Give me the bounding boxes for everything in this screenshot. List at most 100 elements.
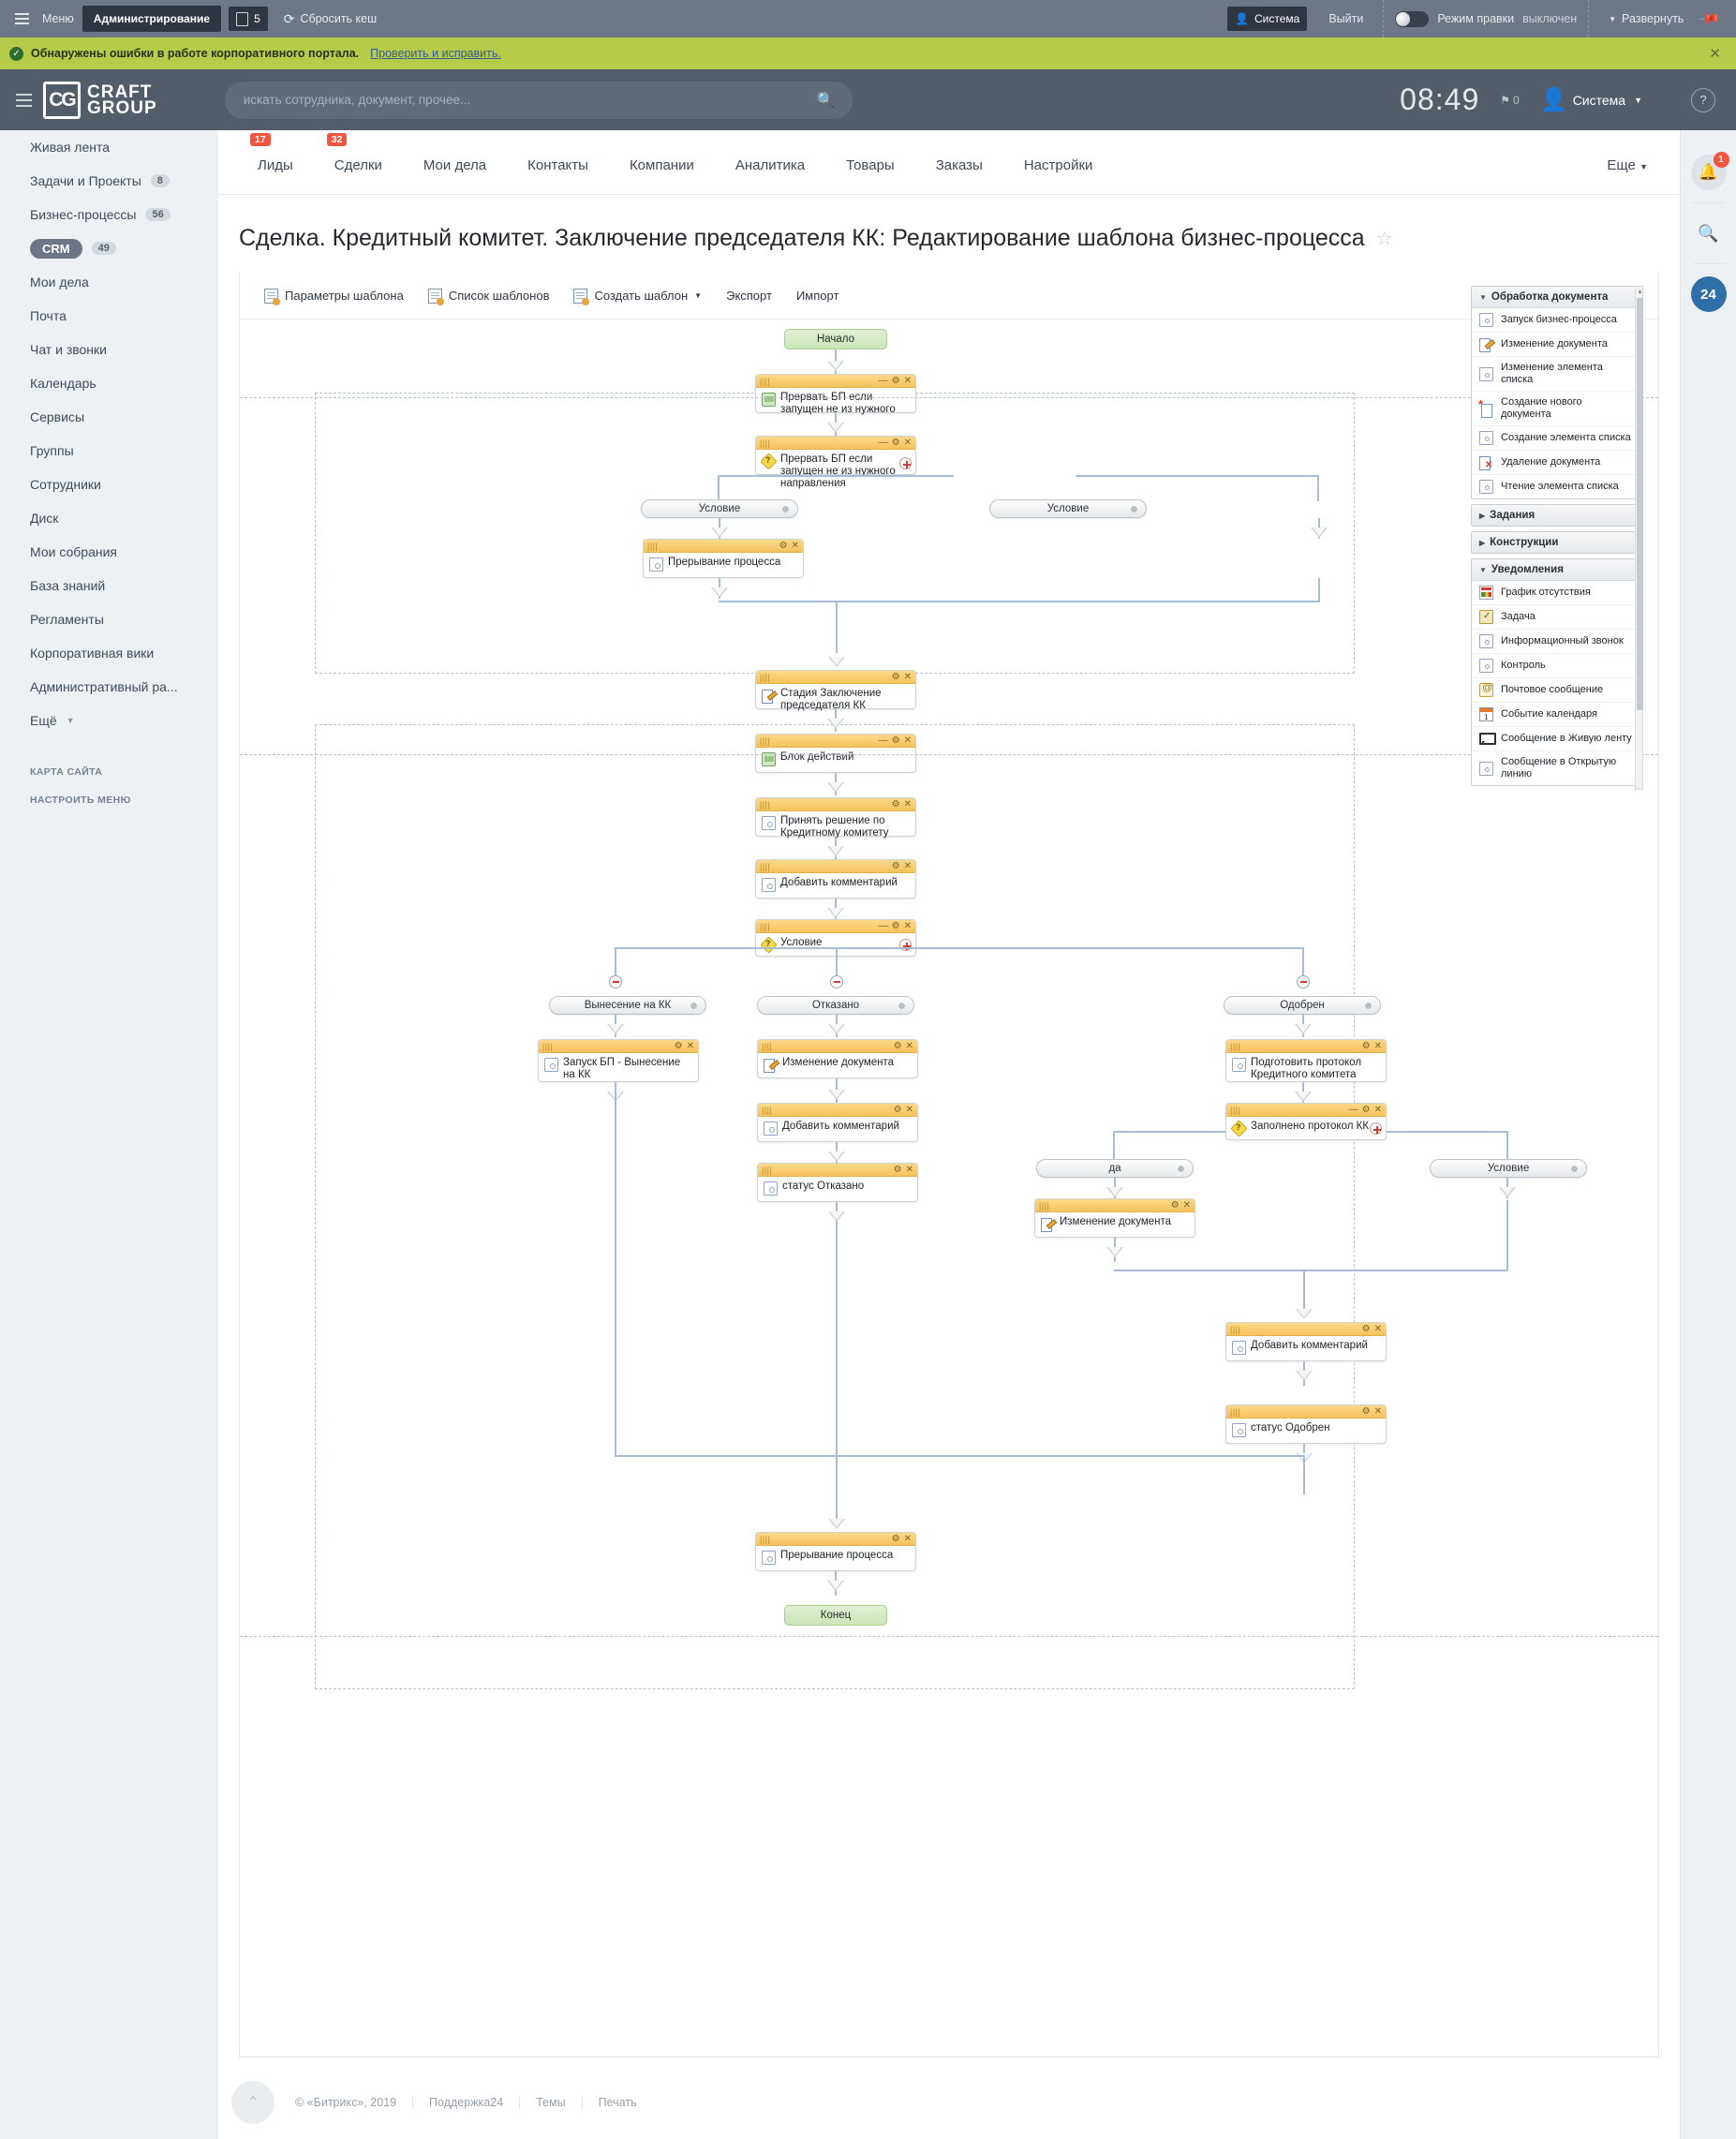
gear-icon[interactable]: ⚙ <box>1361 1324 1371 1334</box>
close-icon[interactable]: ✕ <box>686 1041 694 1051</box>
workflow-node-n11[interactable]: ||||⚙✕Подготовить протокол Кредитного ко… <box>1225 1039 1387 1082</box>
flag-counter[interactable]: ⚑ 0 <box>1500 94 1519 107</box>
sidebar-item-11[interactable]: Диск <box>0 501 218 535</box>
palette-item-0-0[interactable]: Запуск бизнес-процесса <box>1472 308 1642 333</box>
close-icon[interactable]: ✕ <box>903 861 912 871</box>
sidebar-toggle-burger-icon[interactable] <box>7 93 39 107</box>
drag-handle[interactable]: |||| <box>762 1041 773 1051</box>
workflow-node-n9[interactable]: ||||⚙✕Запуск БП - Вынесение на КК <box>538 1039 699 1082</box>
palette-group-header-3[interactable]: ▼Уведомления <box>1472 559 1642 581</box>
branch-pill-b3[interactable]: Вынесение на КК <box>549 996 706 1015</box>
minimize-icon[interactable]: — <box>1348 1105 1358 1115</box>
drag-handle[interactable]: |||| <box>760 672 771 682</box>
collapse-branch-icon[interactable] <box>830 975 843 988</box>
logo[interactable]: CG CRAFT GROUP <box>43 81 157 119</box>
minimize-icon[interactable]: — <box>878 735 888 746</box>
node-titlebar[interactable]: ||||—⚙✕ <box>1226 1104 1386 1117</box>
error-fix-link[interactable]: Проверить и исправить. <box>370 47 501 60</box>
palette-item-0-4[interactable]: Создание элемента списка <box>1472 426 1642 451</box>
toolbar-item-4[interactable]: Импорт <box>796 289 838 303</box>
tab-2[interactable]: Мои дела <box>403 157 507 194</box>
gear-icon[interactable]: ⚙ <box>891 861 900 871</box>
footer-link-print[interactable]: Печать <box>581 2096 653 2109</box>
gear-icon[interactable] <box>898 1001 906 1010</box>
workflow-node-n18[interactable]: ||||⚙✕Прерывание процесса <box>755 1532 916 1571</box>
node-titlebar[interactable]: ||||—⚙✕ <box>756 920 915 933</box>
drag-handle[interactable]: |||| <box>760 1534 771 1544</box>
gear-icon[interactable] <box>781 504 790 513</box>
sidebar-item-6[interactable]: Чат и звонки <box>0 333 218 366</box>
workflow-node-n3[interactable]: ||||⚙✕Прерывание процесса <box>643 539 804 578</box>
workflow-node-n12[interactable]: ||||⚙✕Добавить комментарий <box>757 1103 918 1142</box>
gear-icon[interactable]: ⚙ <box>674 1041 683 1051</box>
workflow-node-n4[interactable]: ||||⚙✕Стадия Заключение председателя КК <box>755 670 916 711</box>
drag-handle[interactable]: |||| <box>762 1105 773 1115</box>
node-titlebar[interactable]: ||||—⚙✕ <box>756 375 915 388</box>
palette-item-0-3[interactable]: Создание нового документа <box>1472 392 1642 426</box>
palette-group-header-2[interactable]: ▶Конструкции <box>1472 532 1642 553</box>
sidebar-item-13[interactable]: База знаний <box>0 569 218 602</box>
scroll-to-top-button[interactable]: ⌃ <box>231 2081 274 2124</box>
toolbar-item-3[interactable]: Экспорт <box>726 289 772 303</box>
sidebar-item-15[interactable]: Корпоративная вики <box>0 636 218 670</box>
palette-scrollbar[interactable]: ▲ <box>1635 286 1643 790</box>
admin-menu-burger-icon[interactable] <box>9 13 34 24</box>
branch-pill-b4[interactable]: Отказано <box>757 996 914 1015</box>
toolbar-item-0[interactable]: Параметры шаблона <box>264 288 404 305</box>
close-icon[interactable]: ✕ <box>1373 1041 1382 1051</box>
rail-search-button[interactable]: 🔍 <box>1691 215 1727 251</box>
workflow-node-n1[interactable]: ||||—⚙✕Прервать БП если запущен не из ну… <box>755 374 916 415</box>
drag-handle[interactable]: |||| <box>542 1041 554 1051</box>
sidebar-item-12[interactable]: Мои собрания <box>0 535 218 569</box>
workflow-canvas[interactable]: Начало||||—⚙✕Прервать БП если запущен не… <box>240 319 1658 2053</box>
gear-icon[interactable]: ⚙ <box>893 1041 902 1051</box>
node-titlebar[interactable]: |||| ⚙✕ <box>756 860 915 873</box>
sidebar-item-9[interactable]: Группы <box>0 434 218 468</box>
node-titlebar[interactable]: |||| ⚙✕ <box>758 1040 917 1053</box>
close-icon[interactable]: ✕ <box>1373 1406 1382 1417</box>
branch-pill-b1[interactable]: Условие <box>641 499 798 518</box>
admin-system-user-button[interactable]: 👤 Система <box>1227 7 1308 31</box>
workflow-node-n5[interactable]: ||||—⚙✕Блок действий <box>755 734 916 773</box>
gear-icon[interactable]: ⚙ <box>893 1105 902 1115</box>
palette-item-0-5[interactable]: Удаление документа <box>1472 451 1642 475</box>
collapse-branch-icon[interactable] <box>1297 975 1310 988</box>
gear-icon[interactable]: ⚙ <box>891 799 900 810</box>
close-icon[interactable]: ✕ <box>905 1041 913 1051</box>
workflow-node-n10[interactable]: ||||⚙✕Изменение документа <box>757 1039 918 1078</box>
palette-item-3-6[interactable]: Сообщение в Живую ленту <box>1472 727 1642 751</box>
gear-icon[interactable]: ⚙ <box>891 672 900 682</box>
gear-icon[interactable]: ⚙ <box>893 1165 902 1175</box>
gear-icon[interactable]: ⚙ <box>891 735 900 746</box>
branch-pill-b6[interactable]: да <box>1036 1159 1194 1178</box>
gear-icon[interactable]: ⚙ <box>1361 1406 1371 1417</box>
tab-5[interactable]: Аналитика <box>715 157 825 194</box>
tab-3[interactable]: Контакты <box>507 157 609 194</box>
sidebar-item-5[interactable]: Почта <box>0 299 218 333</box>
node-titlebar[interactable]: ||||⚙✕ <box>1226 1040 1386 1053</box>
close-icon[interactable]: ✕ <box>905 1165 913 1175</box>
scroll-up-icon[interactable]: ▲ <box>1637 289 1643 295</box>
drag-handle[interactable]: |||| <box>760 376 771 386</box>
footer-link-support[interactable]: Поддержка24 <box>412 2096 519 2109</box>
footer-link-themes[interactable]: Темы <box>519 2096 581 2109</box>
close-icon[interactable]: ✕ <box>1709 46 1721 62</box>
gear-icon[interactable]: ⚙ <box>891 376 900 386</box>
gear-icon[interactable]: ⚙ <box>779 541 788 551</box>
node-titlebar[interactable]: ||||⚙✕ <box>1035 1199 1194 1212</box>
drag-handle[interactable]: |||| <box>760 861 771 871</box>
drag-handle[interactable]: |||| <box>1039 1200 1050 1211</box>
palette-item-3-2[interactable]: Информационный звонок <box>1472 630 1642 654</box>
palette-item-0-6[interactable]: Чтение элемента списка <box>1472 475 1642 498</box>
node-titlebar[interactable]: ||||⚙✕ <box>644 540 803 553</box>
drag-handle[interactable]: |||| <box>760 735 771 746</box>
palette-group-header-1[interactable]: ▶Задания <box>1472 505 1642 526</box>
palette-item-3-4[interactable]: Почтовое сообщение <box>1472 678 1642 703</box>
drag-handle[interactable]: |||| <box>1230 1105 1241 1115</box>
gear-icon[interactable] <box>1177 1164 1185 1173</box>
admin-administration-button[interactable]: Администрирование <box>82 6 222 32</box>
gear-icon[interactable]: ⚙ <box>1361 1105 1371 1115</box>
